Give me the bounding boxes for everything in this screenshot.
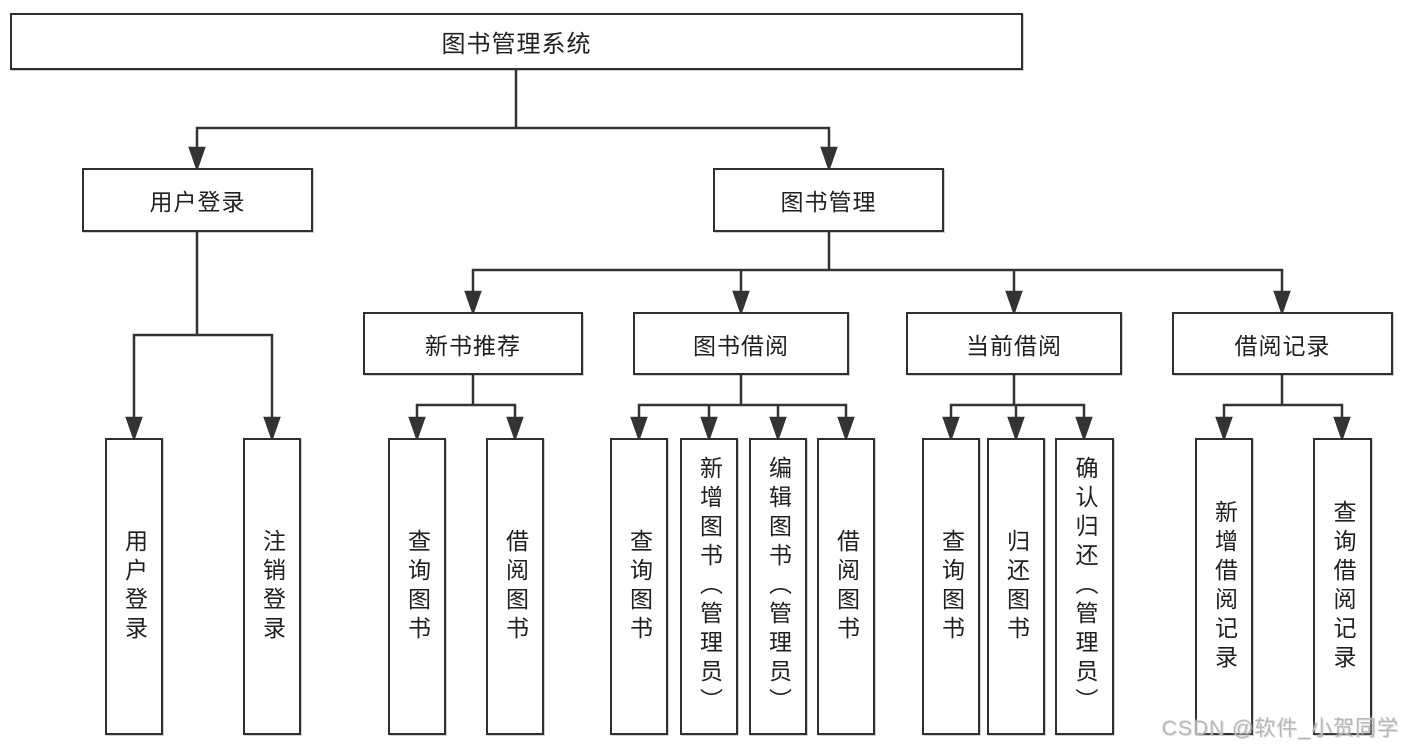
- node-new-book-recommend: 新书推荐: [363, 312, 583, 375]
- leaf-add-borrow-record: 新增借阅记录: [1195, 438, 1253, 735]
- csdn-watermark: CSDN @软件_小贺同学: [1161, 717, 1399, 740]
- leaf-borrow-book-recommend: 借阅图书: [486, 438, 544, 735]
- leaf-borrow-book: 借阅图书: [817, 438, 875, 735]
- node-book-management: 图书管理: [713, 168, 944, 232]
- node-root-library-system: 图书管理系统: [10, 13, 1023, 70]
- leaf-return-book: 归还图书: [987, 438, 1045, 735]
- node-user-login: 用户登录: [82, 168, 313, 232]
- leaf-user-login: 用户登录: [105, 438, 163, 735]
- leaf-confirm-return-admin: 确认归还（管理员）: [1055, 438, 1114, 735]
- leaf-query-borrow-record: 查询借阅记录: [1313, 438, 1372, 735]
- leaf-query-book-borrow: 查询图书: [610, 438, 668, 735]
- node-current-borrow: 当前借阅: [906, 312, 1122, 375]
- node-book-borrow: 图书借阅: [633, 312, 849, 375]
- leaf-query-book-recommend: 查询图书: [388, 438, 446, 735]
- leaf-logout: 注销登录: [243, 438, 301, 735]
- leaf-query-book-current: 查询图书: [922, 438, 980, 735]
- leaf-edit-book-admin: 编辑图书（管理员）: [749, 438, 807, 735]
- leaf-add-book-admin: 新增图书（管理员）: [680, 438, 738, 735]
- node-borrow-records: 借阅记录: [1172, 312, 1393, 375]
